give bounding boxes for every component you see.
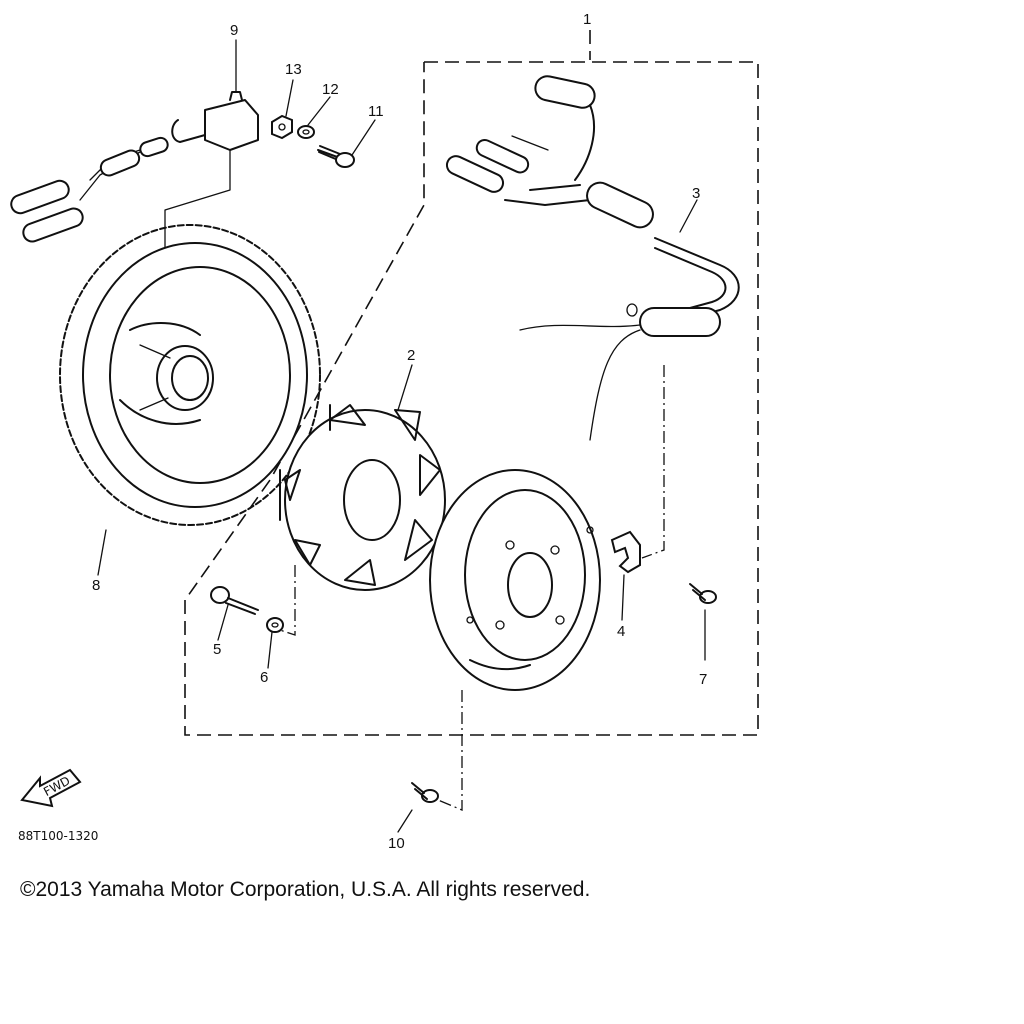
- callout-numbers: 1 2 3 4 5 6 7 8 9 10 11 12 13: [92, 11, 707, 852]
- part-washer: [266, 617, 284, 633]
- callout-7: 7: [699, 671, 707, 688]
- part-screw-small: [317, 145, 355, 168]
- callout-5: 5: [213, 641, 221, 658]
- part-screw-10: [411, 782, 439, 803]
- part-bolt-long: [210, 586, 259, 615]
- callout-12: 12: [322, 81, 339, 98]
- leader-lines: [97, 39, 706, 833]
- callout-11: 11: [368, 103, 384, 120]
- copyright-notice: ©2013 Yamaha Motor Corporation, U.S.A. A…: [20, 878, 591, 901]
- part-pickup-coil: [10, 91, 259, 243]
- callout-3: 3: [692, 185, 700, 202]
- part-lock-washer: [297, 125, 315, 139]
- callout-9: 9: [230, 22, 238, 39]
- diagram-code: 88T100-1320: [18, 829, 98, 843]
- callout-10: 10: [388, 835, 405, 852]
- callout-13: 13: [285, 61, 302, 78]
- callout-6: 6: [260, 669, 268, 686]
- callout-2: 2: [407, 347, 415, 364]
- part-clamp: [610, 530, 641, 574]
- assembly-boundary: [184, 30, 759, 736]
- callout-1: 1: [583, 11, 591, 28]
- callout-8: 8: [92, 577, 100, 594]
- forward-direction-arrow: FWD: [20, 768, 82, 808]
- part-stator: [279, 404, 446, 591]
- part-nut: [271, 114, 293, 140]
- part-lead-wire: [445, 75, 740, 441]
- part-screw-7: [689, 583, 717, 604]
- part-flywheel-rotor: [59, 224, 321, 526]
- part-base-plate: [429, 469, 601, 691]
- callout-4: 4: [617, 623, 625, 640]
